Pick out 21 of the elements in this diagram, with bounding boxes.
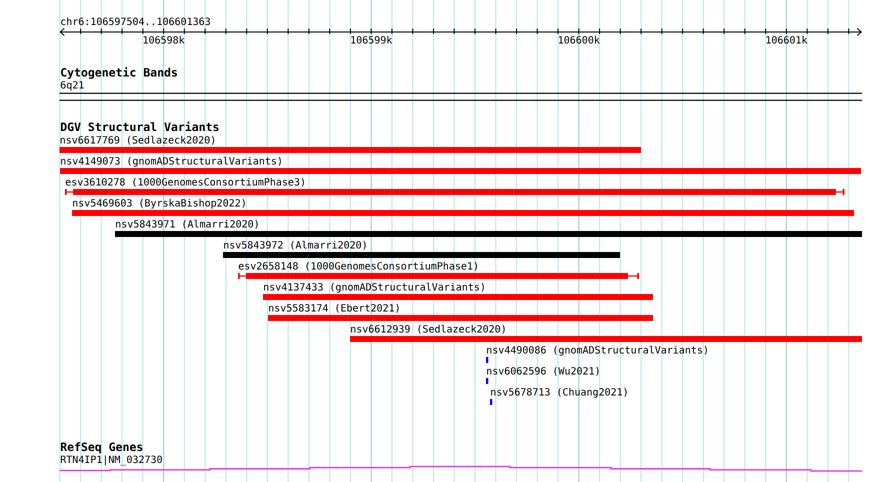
scale-label: 106598k xyxy=(144,36,185,44)
feature-label: nsv4490086 (gnomADStructuralVariants) xyxy=(487,346,707,356)
scale-label: 106600k xyxy=(558,36,600,44)
feature-label: esv2658148 (1000GenomesConsortiumPhase1) xyxy=(238,262,477,271)
feature-label: nsv5583174 (Ebert2021) xyxy=(269,304,399,313)
location-label: chr6:106597504..106601363 xyxy=(61,17,210,26)
track-title: DGV Structural Variants xyxy=(60,122,218,132)
feature-label: nsv4149073 (gnomADStructuralVariants) xyxy=(61,156,281,167)
band-label: 6q21 xyxy=(60,81,84,91)
feature-label: nsv5843971 (Almarri2020) xyxy=(116,220,258,229)
feature-label: nsv6617769 (Sedlazeck2020) xyxy=(60,136,214,145)
feature-label: esv3610278 (1000GenomesConsortiumPhase3) xyxy=(66,178,304,187)
feature-label: nsv5843972 (Almarri2020) xyxy=(224,240,366,250)
feature-label: nsv5469603 (ByrskaBishop2022) xyxy=(73,198,245,209)
scale-label: 106601k xyxy=(766,36,808,44)
gene-label: RTN4IP1|NM_032730 xyxy=(60,455,162,466)
feature-label: nsv6612939 (Sedlazeck2020) xyxy=(351,324,505,334)
feature-label: nsv6062596 (Wu2021) xyxy=(487,366,598,376)
feature-label: nsv4137433 (gnomADStructuralVariants) xyxy=(264,282,484,293)
feature-label: nsv5678713 (Chuang2021) xyxy=(491,388,627,398)
scale-label: 106599k xyxy=(351,36,392,44)
